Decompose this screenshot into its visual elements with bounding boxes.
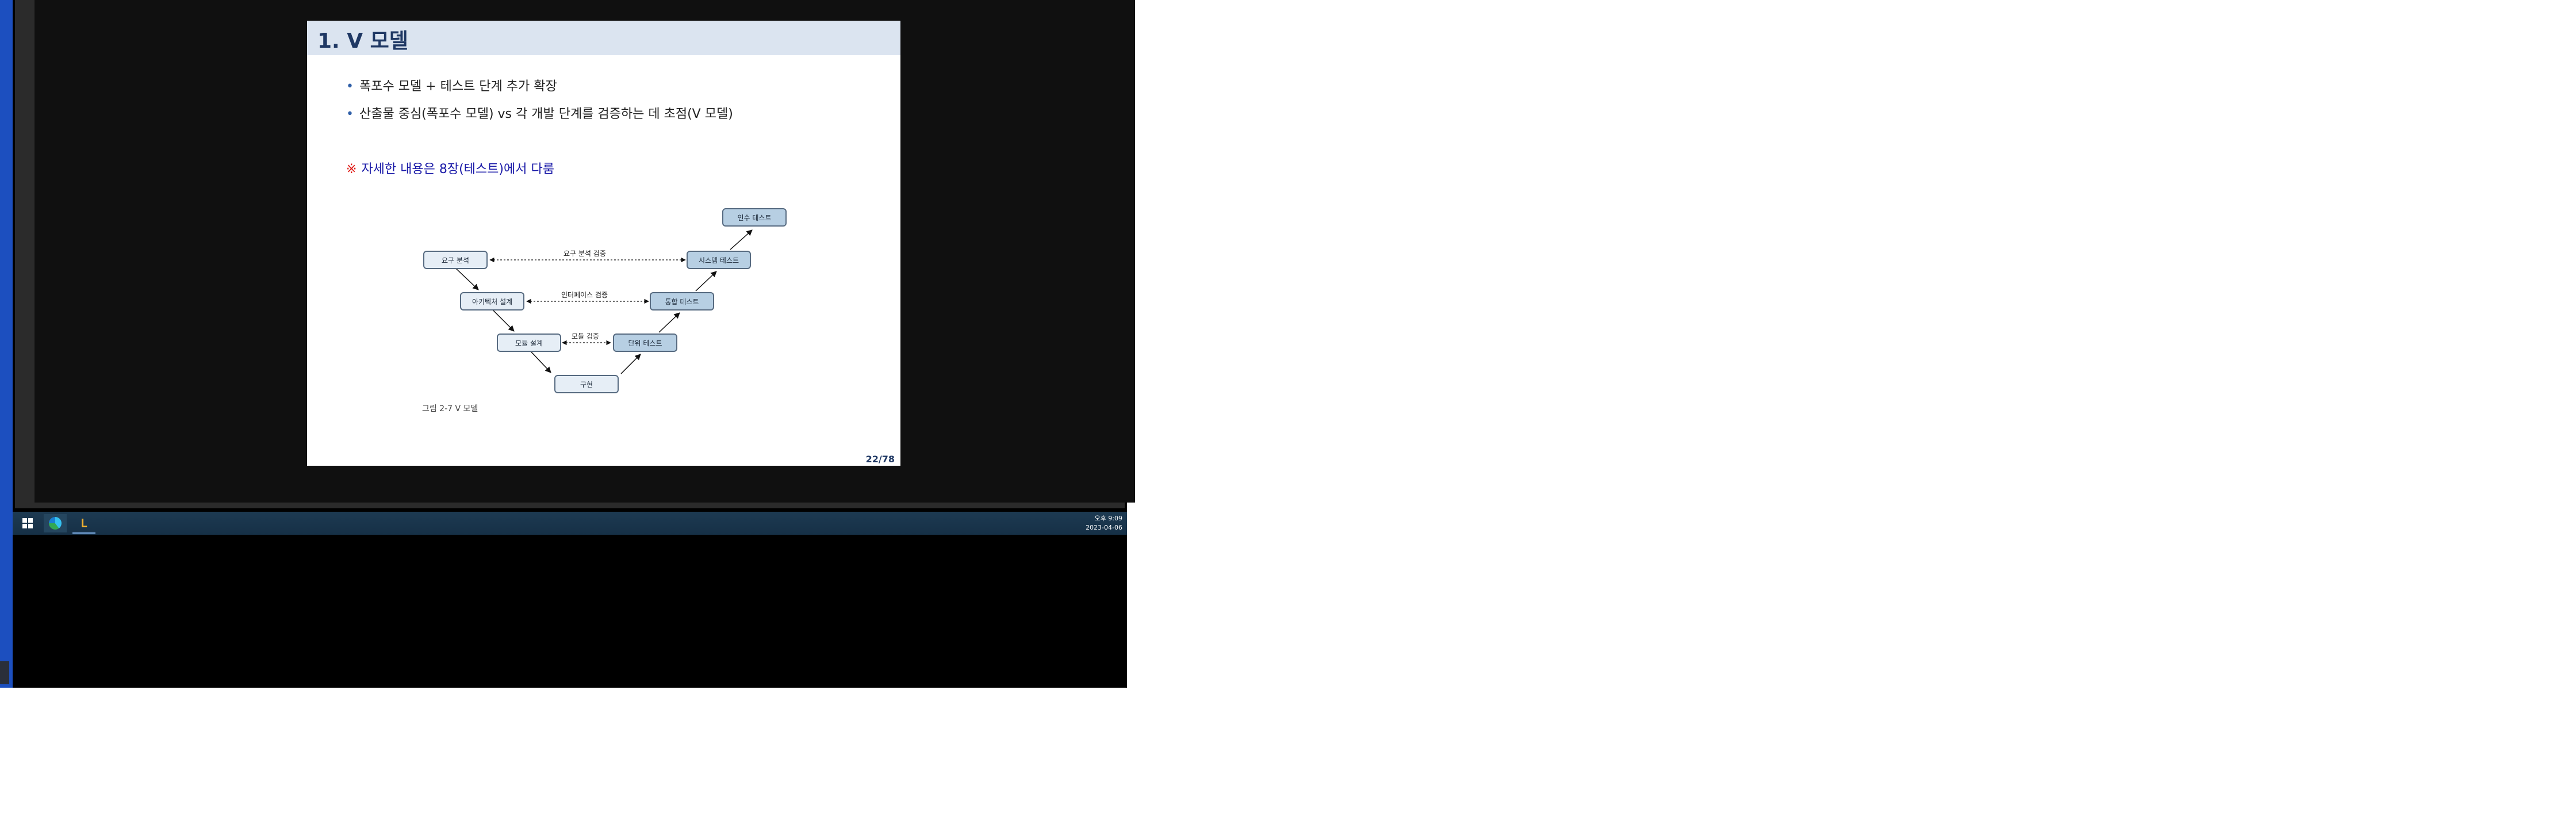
edge-browser-icon[interactable] xyxy=(44,514,67,532)
reference-note: ※ 자세한 내용은 8장(테스트)에서 다룸 xyxy=(346,159,554,177)
flow-arrow xyxy=(492,309,515,332)
left-edge-strip xyxy=(0,0,13,688)
bullet-item: • 폭포수 모델 + 테스트 단계 추가 확장 xyxy=(346,76,557,94)
system-clock[interactable]: 오후 9:09 2023-04-06 xyxy=(1086,514,1122,532)
bullet-dot-icon: • xyxy=(346,79,354,94)
node-unit-test: 단위 테스트 xyxy=(613,334,677,352)
bullet-dot-icon: • xyxy=(346,107,354,121)
node-implementation: 구현 xyxy=(554,375,619,393)
screen: 1. V 모델 • 폭포수 모델 + 테스트 단계 추가 확장 • 산출물 중심(폭… xyxy=(0,0,1135,688)
bullet-text: 폭포수 모델 + 테스트 단계 추가 확장 xyxy=(359,79,557,94)
node-requirements: 요구 분석 xyxy=(423,251,488,269)
node-integration-test: 통합 테스트 xyxy=(650,292,714,310)
clock-time: 오후 9:09 xyxy=(1094,515,1122,522)
note-mark: ※ xyxy=(346,162,357,177)
viewer-window: 1. V 모델 • 폭포수 모델 + 테스트 단계 추가 확장 • 산출물 중심(폭… xyxy=(15,0,1135,508)
bullet-text: 산출물 중심(폭포수 모델) vs 각 개발 단계를 검증하는 데 초점(V 모… xyxy=(359,107,733,121)
v-model-diagram xyxy=(455,229,753,374)
flow-arrow xyxy=(695,271,717,292)
app-glyph: L xyxy=(80,516,88,530)
bullet-item: • 산출물 중심(폭포수 모델) vs 각 개발 단계를 검증하는 데 초점(V … xyxy=(346,103,733,122)
node-acceptance-test: 인수 테스트 xyxy=(722,208,787,227)
flow-arrow xyxy=(658,312,680,333)
label-interface-verification: 인터페이스 검증 xyxy=(561,291,608,299)
slide-header: 1. V 모델 xyxy=(307,21,900,55)
clock-date: 2023-04-06 xyxy=(1086,524,1122,531)
node-architecture: 아키텍처 설계 xyxy=(460,292,524,310)
flow-arrow xyxy=(455,267,479,290)
flow-arrow xyxy=(530,350,551,373)
taskbar: L 오후 9:09 2023-04-06 xyxy=(13,512,1127,535)
note-text: 자세한 내용은 8장(테스트)에서 다룸 xyxy=(361,162,554,177)
app-icon[interactable]: L xyxy=(72,514,95,534)
viewer-canvas: 1. V 모델 • 폭포수 모델 + 테스트 단계 추가 확장 • 산출물 중심(폭… xyxy=(34,0,1135,503)
page-number: 22/78 xyxy=(865,454,895,465)
flow-arrow xyxy=(620,354,641,374)
node-system-test: 시스템 테스트 xyxy=(687,251,751,269)
label-module-verification: 모듈 검증 xyxy=(572,332,599,340)
node-module-design: 모듈 설계 xyxy=(497,334,561,352)
slide-title: 1. V 모델 xyxy=(317,29,408,53)
windows-start-icon[interactable] xyxy=(16,514,39,532)
left-edge-handle[interactable] xyxy=(0,661,9,684)
label-requirements-verification: 요구 분석 검증 xyxy=(564,250,606,258)
diagram-caption: 그림 2-7 V 모델 xyxy=(422,404,478,413)
flow-arrow xyxy=(730,229,753,250)
slide: 1. V 모델 • 폭포수 모델 + 테스트 단계 추가 확장 • 산출물 중심(폭… xyxy=(307,21,900,466)
